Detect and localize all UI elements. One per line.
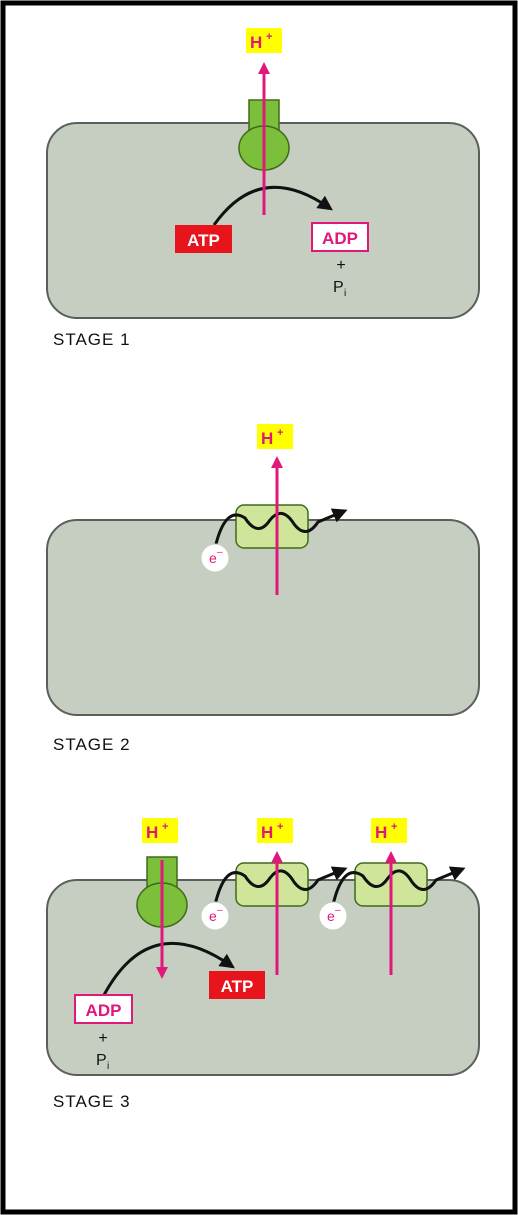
h-plus-text: H [146, 823, 158, 842]
atp-box-stage-1: ATP [175, 225, 232, 253]
electron-path-stage-3-b [331, 866, 466, 906]
stage-2-label: STAGE 2 [53, 735, 131, 754]
electron-carrier-stage-3-a [235, 862, 309, 907]
h-plus-text: H [375, 823, 387, 842]
adp-label: ADP [322, 229, 358, 248]
electron-path-stage-3-a [213, 866, 348, 906]
stage-3-label: STAGE 3 [53, 1092, 131, 1111]
h-plus-label-stage-3-pump: H + [142, 818, 178, 843]
reaction-arrow-stage-3 [102, 942, 235, 996]
pi-label: P [96, 1052, 107, 1069]
h-plus-sup: + [266, 31, 272, 43]
electron-text: e [209, 550, 217, 566]
electron-text: e [327, 908, 335, 924]
plus-sign: + [336, 257, 345, 274]
h-plus-text: H [261, 429, 273, 448]
h-plus-sup: + [162, 821, 168, 833]
electron-stage-3-a: e – [200, 901, 230, 931]
h-plus-sup: + [277, 427, 283, 439]
atp-label: ATP [221, 977, 254, 996]
h-plus-sup: + [391, 821, 397, 833]
h-plus-label-stage-2: H + [257, 424, 293, 449]
stage-2: e – H + STAGE 2 [46, 424, 480, 754]
adp-box-stage-3: ADP [74, 994, 133, 1024]
electron-sup: – [217, 905, 223, 916]
electron-path-stage-2 [213, 508, 348, 549]
plus-sign: + [98, 1030, 107, 1047]
electron-carrier-stage-2 [235, 504, 309, 549]
stage-3: H + e – H + e – H [46, 818, 480, 1111]
cell-stage-2 [46, 519, 480, 716]
pi-label: P [333, 279, 344, 296]
h-plus-label-stage-1: H + [246, 28, 282, 53]
adp-label: ADP [86, 1001, 122, 1020]
h-plus-label-stage-3-b: H + [371, 818, 407, 843]
h-plus-text: H [261, 823, 273, 842]
stage-1: H + ATP ADP + P i STAGE 1 [46, 28, 480, 349]
reaction-arrow-stage-1 [212, 185, 333, 226]
h-plus-label-stage-3-a: H + [257, 818, 293, 843]
electron-stage-2: e – [200, 543, 230, 573]
adp-box-stage-1: ADP [311, 222, 369, 252]
h-plus-sup: + [277, 821, 283, 833]
electron-sup: – [217, 547, 223, 558]
pi-subscript: i [107, 1061, 109, 1072]
electron-stage-3-b: e – [318, 901, 348, 931]
pi-subscript: i [344, 288, 346, 299]
atp-box-stage-3: ATP [209, 971, 265, 999]
stage-1-label: STAGE 1 [53, 330, 131, 349]
h-plus-text: H [250, 33, 262, 52]
electron-text: e [209, 908, 217, 924]
electron-sup: – [335, 905, 341, 916]
atp-label: ATP [187, 231, 220, 250]
